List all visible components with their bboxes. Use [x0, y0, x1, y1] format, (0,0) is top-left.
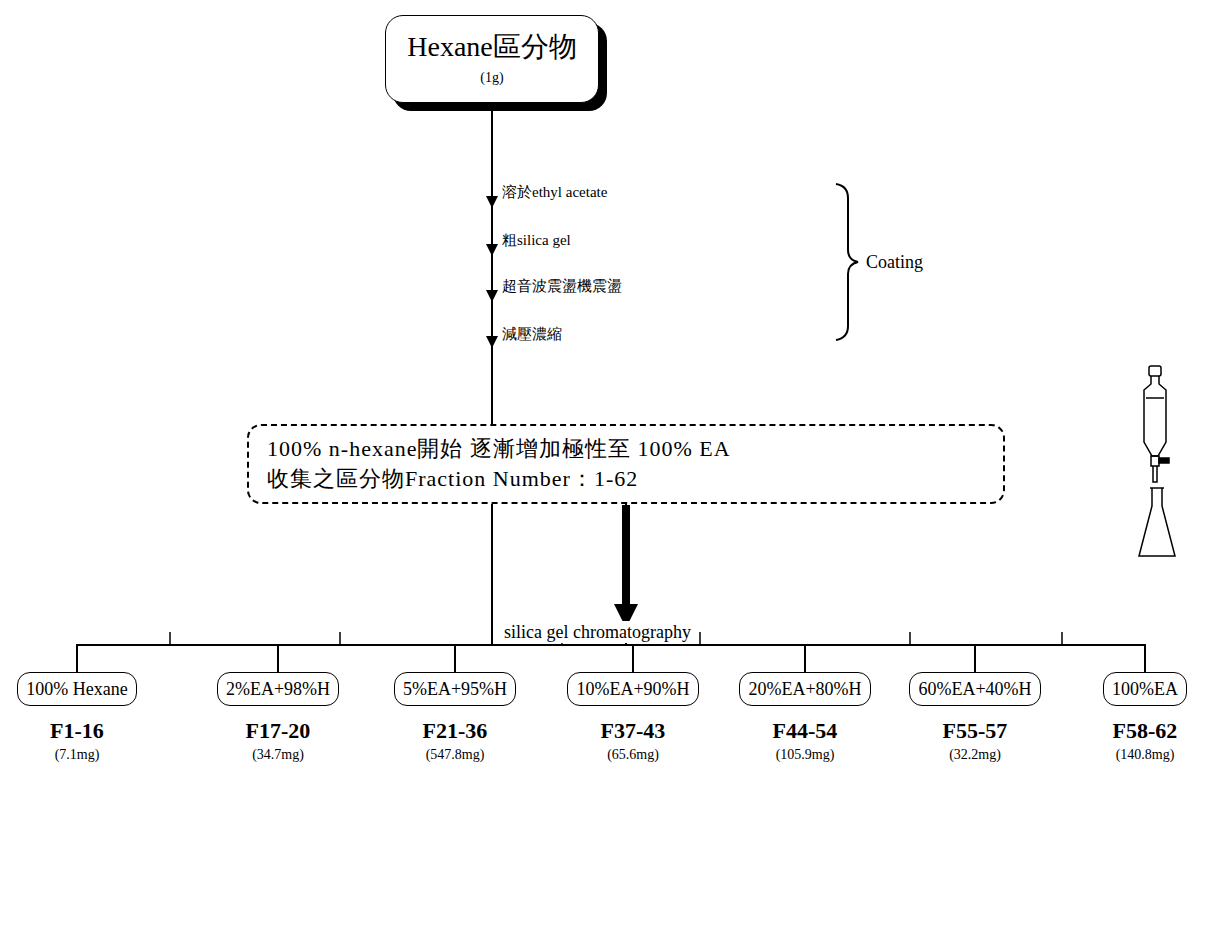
- flow-connector: [626, 504, 975, 672]
- solvent-box: 60%EA+40%H: [909, 672, 1040, 706]
- step-label: 粗silica gel: [502, 230, 571, 250]
- fraction-node: 20%EA+80%H F44-54 (105.9mg): [739, 672, 870, 764]
- solvent-box: 10%EA+90%H: [567, 672, 698, 706]
- flow-connector: [626, 504, 805, 672]
- process-text: 100% n-hexane開始 逐漸增加極性至 100% EA: [267, 434, 985, 464]
- fraction-number: F58-62: [1113, 718, 1178, 744]
- fraction-mass: (7.1mg): [55, 746, 100, 764]
- fraction-number: F37-43: [601, 718, 666, 744]
- step-label: 減壓濃縮: [502, 324, 562, 344]
- flow-connector: [626, 504, 1145, 672]
- flow-connector: [278, 504, 626, 672]
- fraction-mass: (65.6mg): [607, 746, 659, 764]
- separatory-funnel: [1144, 366, 1169, 482]
- fraction-mass: (547.8mg): [426, 746, 485, 764]
- fraction-mass: (105.9mg): [776, 746, 835, 764]
- fraction-node: 100%EA F58-62 (140.8mg): [1103, 672, 1187, 764]
- process-box: 100% n-hexane開始 逐漸增加極性至 100% EA收集之區分物Fra…: [247, 424, 1005, 504]
- flow-connector: [77, 504, 626, 672]
- sample-amount: (1g): [480, 68, 503, 88]
- step-label: 超音波震盪機震盪: [502, 276, 622, 296]
- fraction-number: F55-57: [943, 718, 1008, 744]
- fraction-node: 5%EA+95%H F21-36 (547.8mg): [394, 672, 516, 764]
- solvent-box: 100%EA: [1103, 672, 1187, 706]
- bracket-label: Coating: [866, 252, 923, 272]
- fraction-number: F21-36: [423, 718, 488, 744]
- flow-connector: [492, 103, 626, 645]
- fraction-node: 60%EA+40%H F55-57 (32.2mg): [909, 672, 1040, 764]
- process-text: 收集之區分物Fraction Number：1-62: [267, 464, 985, 494]
- solvent-box: 100% Hexane: [17, 672, 136, 706]
- step-label: 溶於ethyl acetate: [502, 182, 607, 202]
- erlenmeyer-flask: [1139, 488, 1175, 556]
- fraction-mass: (140.8mg): [1116, 746, 1175, 764]
- solvent-box: 2%EA+98%H: [217, 672, 339, 706]
- flow-connector: [455, 504, 626, 672]
- sample-box: Hexane區分物 (1g): [385, 15, 599, 103]
- fraction-mass: (32.2mg): [949, 746, 1001, 764]
- fraction-node: 2%EA+98%H F17-20 (34.7mg): [217, 672, 339, 764]
- solvent-box: 5%EA+95%H: [394, 672, 516, 706]
- fraction-node: 10%EA+90%H F37-43 (65.6mg): [567, 672, 698, 764]
- fraction-number: F1-16: [50, 718, 104, 744]
- edge-label: silica gel chromatography: [502, 621, 693, 643]
- fraction-node: 100% HexaneF1-16 (7.1mg): [17, 672, 136, 764]
- solvent-box: 20%EA+80%H: [739, 672, 870, 706]
- coating-bracket: [836, 184, 858, 340]
- fraction-number: F17-20: [246, 718, 311, 744]
- fraction-mass: (34.7mg): [252, 746, 304, 764]
- sample-name: Hexane區分物: [407, 30, 577, 64]
- flow-connector: [626, 504, 633, 672]
- fraction-number: F44-54: [773, 718, 838, 744]
